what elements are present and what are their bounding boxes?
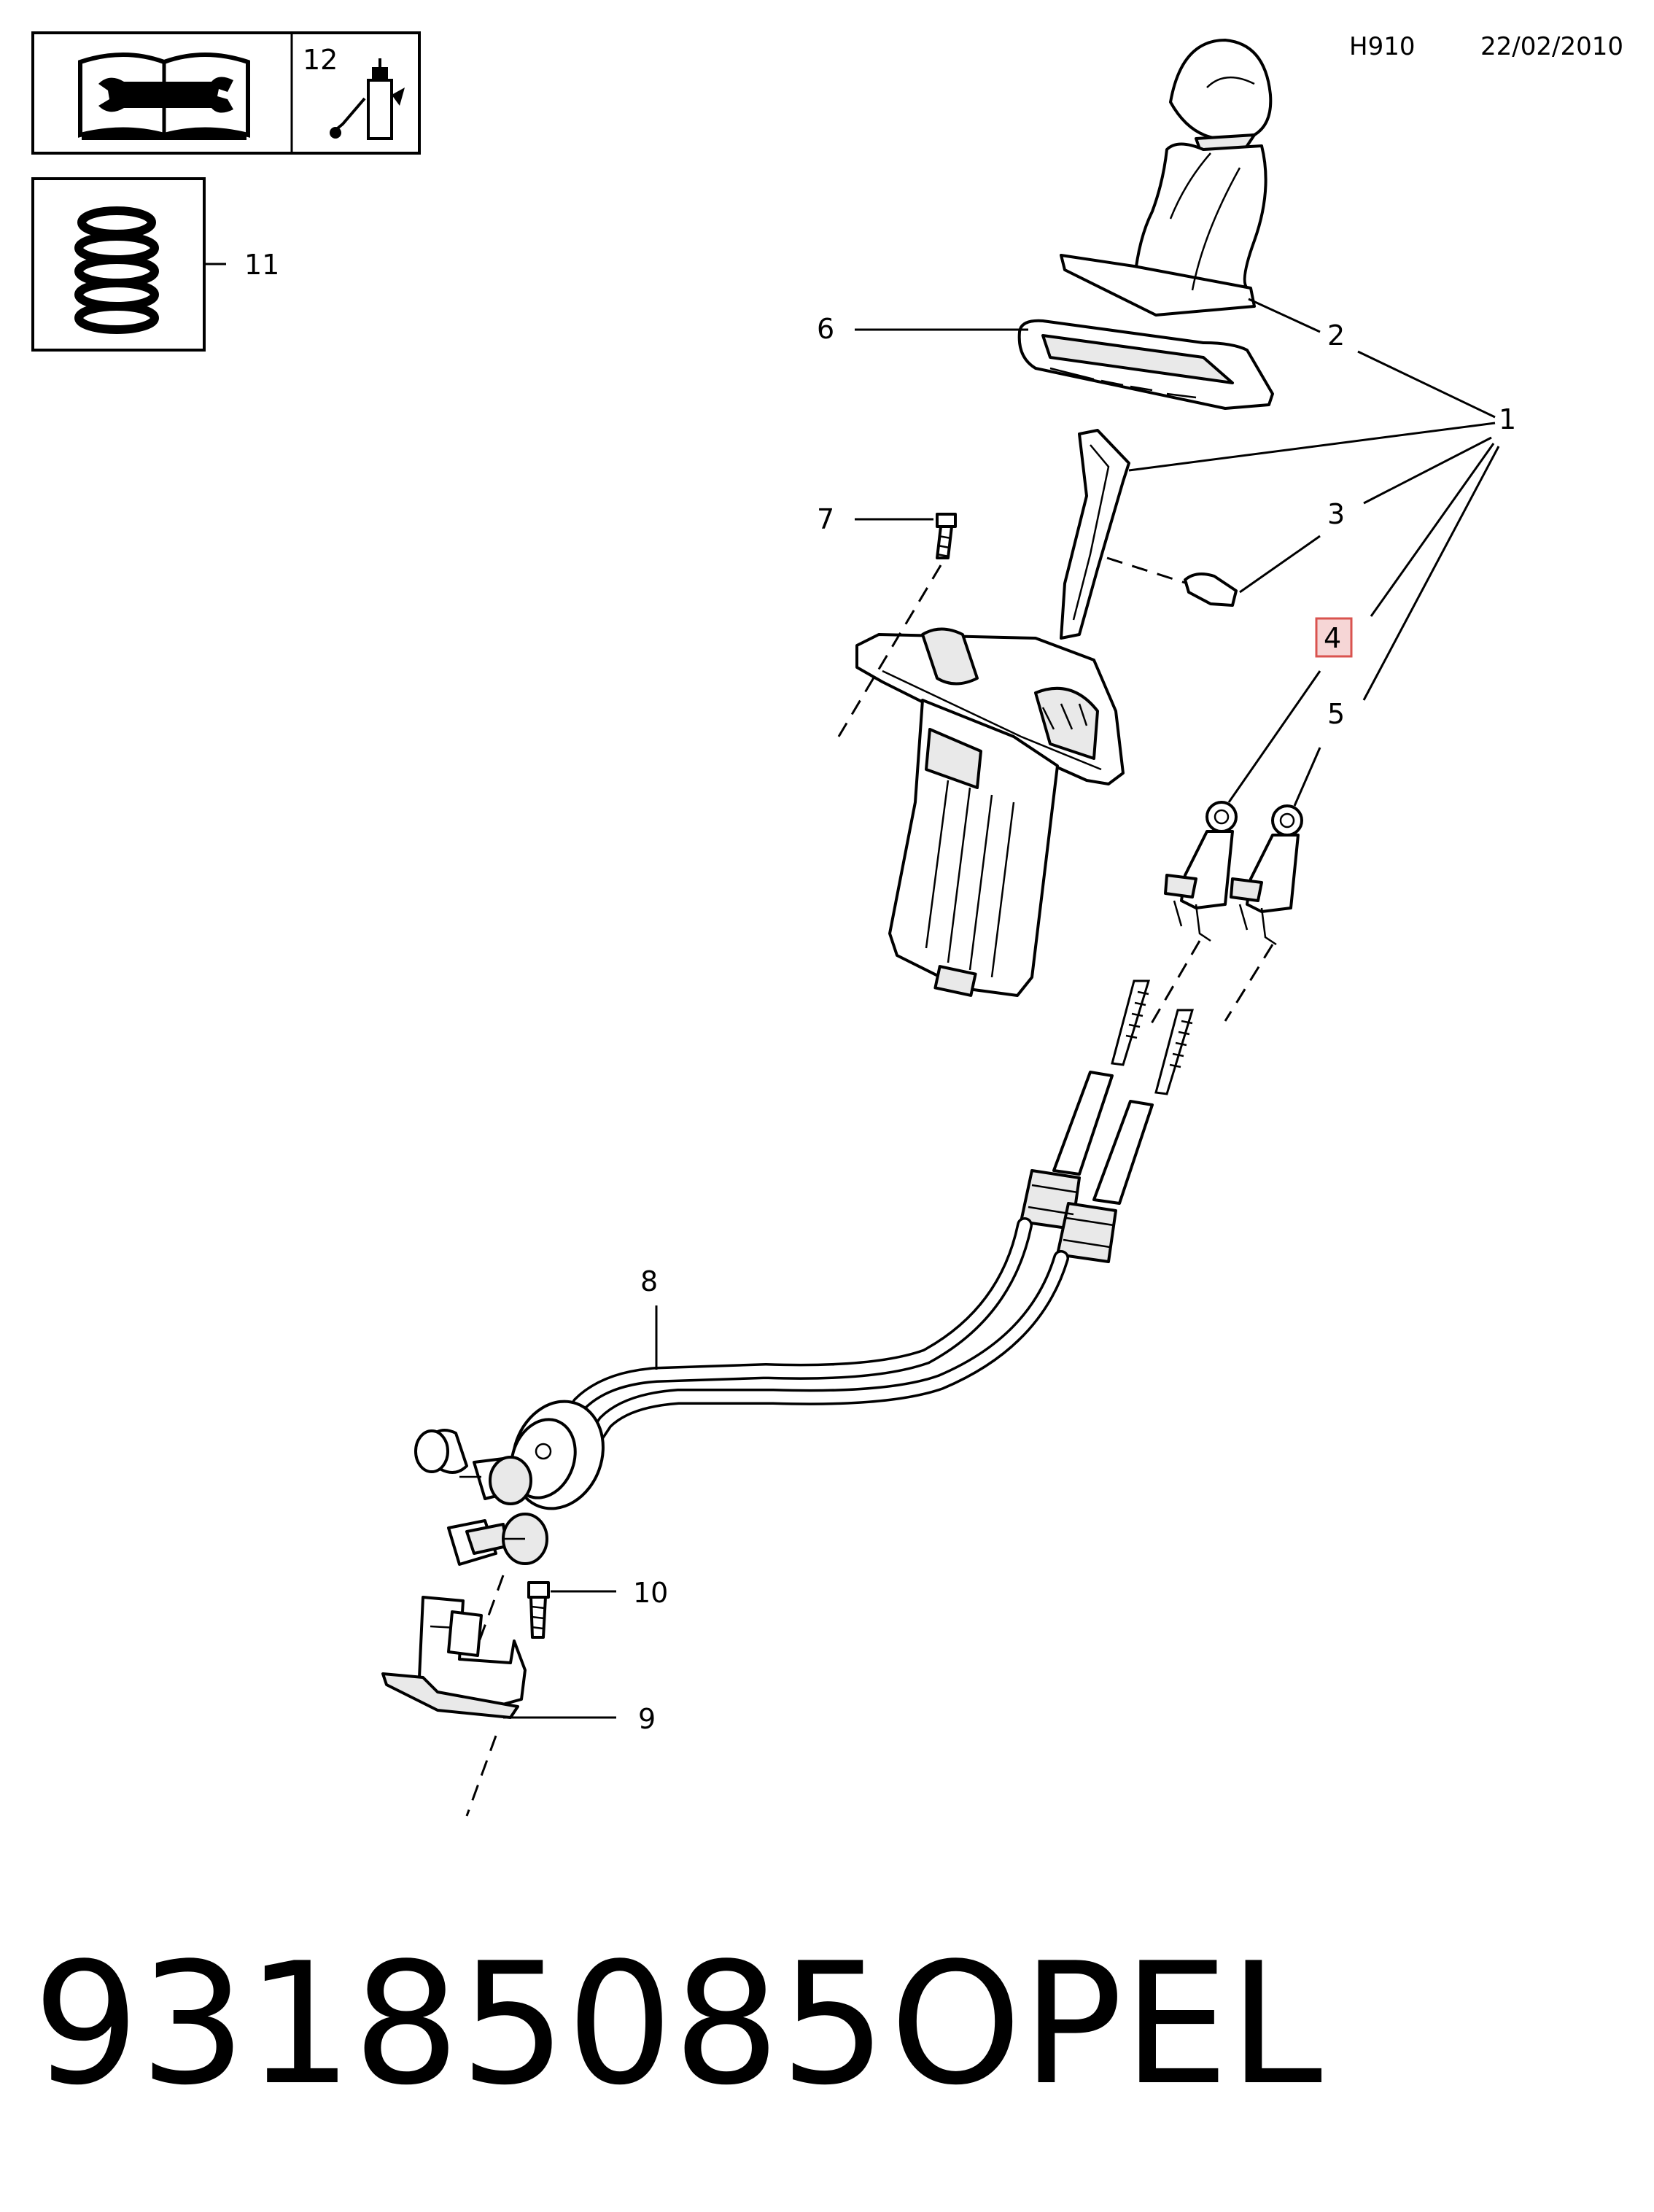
callout-9: 9 <box>638 1703 656 1735</box>
legend-box-manual: 12 <box>31 31 421 155</box>
manual-wrench-icon <box>78 53 250 140</box>
callout-3: 3 <box>1327 498 1345 530</box>
axis-5 <box>1224 944 1274 1022</box>
leader-5 <box>1293 747 1321 807</box>
callout-10: 10 <box>633 1577 668 1609</box>
callout-4: 4 <box>1324 622 1341 654</box>
callout-4-highlight: 4 <box>1315 617 1353 658</box>
leader-lines-1 <box>1357 350 1500 701</box>
brand-name: OPEL <box>890 1928 1322 2122</box>
part-bolt-7 <box>837 513 957 737</box>
part-mounting-frame <box>855 319 1274 410</box>
diagram-date: 22/02/2010 <box>1480 32 1623 61</box>
diagram-code: H910 <box>1349 32 1415 61</box>
callout-11: 11 <box>244 249 279 281</box>
callout-2: 2 <box>1327 319 1345 352</box>
callout-5: 5 <box>1327 698 1345 730</box>
part-cable-assembly <box>414 979 1195 1566</box>
part-cable-end-4 <box>1164 801 1238 942</box>
lubricant-bottle-icon: 12 <box>303 44 405 140</box>
part-bracket-9 <box>381 1596 616 1817</box>
callout-8: 8 <box>640 1265 658 1297</box>
legend-box-spring: 11 <box>31 177 279 352</box>
callout-12: 12 <box>303 44 338 76</box>
axis-4 <box>1147 940 1201 1029</box>
callout-6: 6 <box>817 313 834 345</box>
spring-coil-icon <box>74 206 159 334</box>
callout-7: 7 <box>817 503 834 535</box>
callout-1: 1 <box>1499 403 1516 435</box>
leader-4 <box>1227 670 1321 803</box>
part-shifter-assembly <box>855 422 1496 997</box>
part-number: 93185085 <box>33 1928 887 2122</box>
part-cable-end-5 <box>1230 804 1303 946</box>
part-gear-knob-boot <box>1060 39 1321 333</box>
part-bolt-10 <box>473 1575 616 1656</box>
